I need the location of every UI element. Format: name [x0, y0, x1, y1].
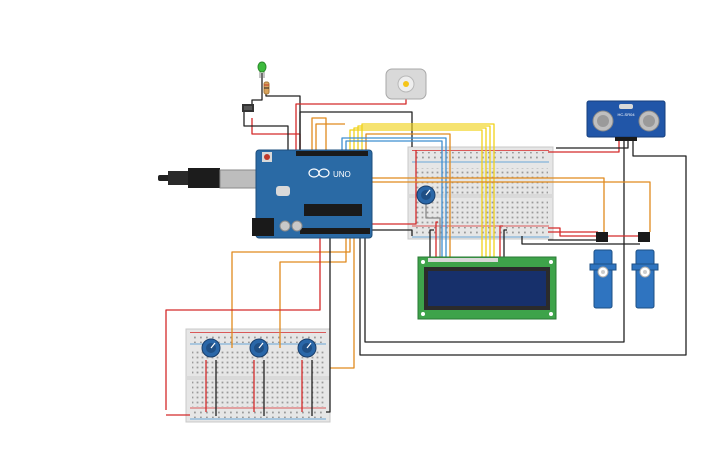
wire-lcd-led	[499, 225, 503, 258]
wire-switch-red	[251, 118, 301, 152]
resistor-icon[interactable]	[263, 81, 270, 95]
wire-lcd-5	[365, 133, 451, 258]
potentiometer-icon[interactable]	[297, 338, 317, 358]
wire-left-gnd	[326, 236, 331, 413]
potentiometer-icon[interactable]	[416, 185, 436, 205]
wire-sensor-echo	[556, 138, 629, 149]
wire-lcd-k	[503, 229, 507, 258]
wire-rail-black	[372, 229, 413, 236]
wire-led-signal	[265, 88, 301, 152]
wire-lcd-2	[353, 127, 487, 258]
wire-pot-lcd	[425, 200, 441, 258]
wire-servo2-sig	[372, 181, 651, 232]
arduino-uno-board[interactable]: UNO	[252, 149, 373, 239]
servo-icon[interactable]	[589, 232, 617, 309]
arduino-logo-icon	[308, 168, 330, 178]
wire-pot2-sig	[279, 232, 347, 348]
wire-led-gnd	[251, 73, 263, 106]
wire-lcd-3	[357, 125, 491, 258]
breadboard-main[interactable]	[407, 146, 554, 240]
wire-servo1-sig	[372, 177, 605, 232]
wire-orange-2	[315, 123, 345, 152]
wire-lcd-6	[341, 137, 447, 258]
wire-orange-1	[311, 117, 327, 152]
arduino-label: UNO	[333, 170, 351, 179]
wires	[165, 73, 687, 416]
wire-pot1-sig	[231, 232, 351, 348]
wire-motor-red	[295, 96, 407, 150]
wire-left-vcc	[165, 232, 321, 410]
green-led-icon[interactable]	[257, 61, 267, 78]
pushbutton-icon[interactable]	[242, 104, 254, 112]
sensor-label: HC-SR04	[617, 112, 635, 117]
wire-lcd-vcc	[435, 221, 438, 258]
wire-lcd-7	[345, 140, 443, 258]
wire-switch-black	[243, 112, 289, 152]
dc-motor-icon[interactable]	[385, 68, 427, 100]
wire-rail-red	[372, 150, 417, 225]
lcd-display[interactable]	[417, 256, 557, 320]
wire-sensor-trig	[364, 138, 625, 343]
wire-pot3-sig	[330, 232, 355, 369]
usb-cable-icon	[158, 168, 259, 189]
ultrasonic-sensor-icon[interactable]: HC-SR04	[586, 100, 666, 141]
wire-sensor-vcc	[548, 138, 620, 153]
wire-lcd-gnd	[429, 229, 434, 258]
potentiometer-icon[interactable]	[201, 338, 221, 358]
wire-servo2-gnd	[521, 236, 640, 245]
wire-sensor-gnd	[359, 138, 687, 356]
potentiometer-icon[interactable]	[249, 338, 269, 358]
servo-icon[interactable]	[631, 232, 659, 309]
